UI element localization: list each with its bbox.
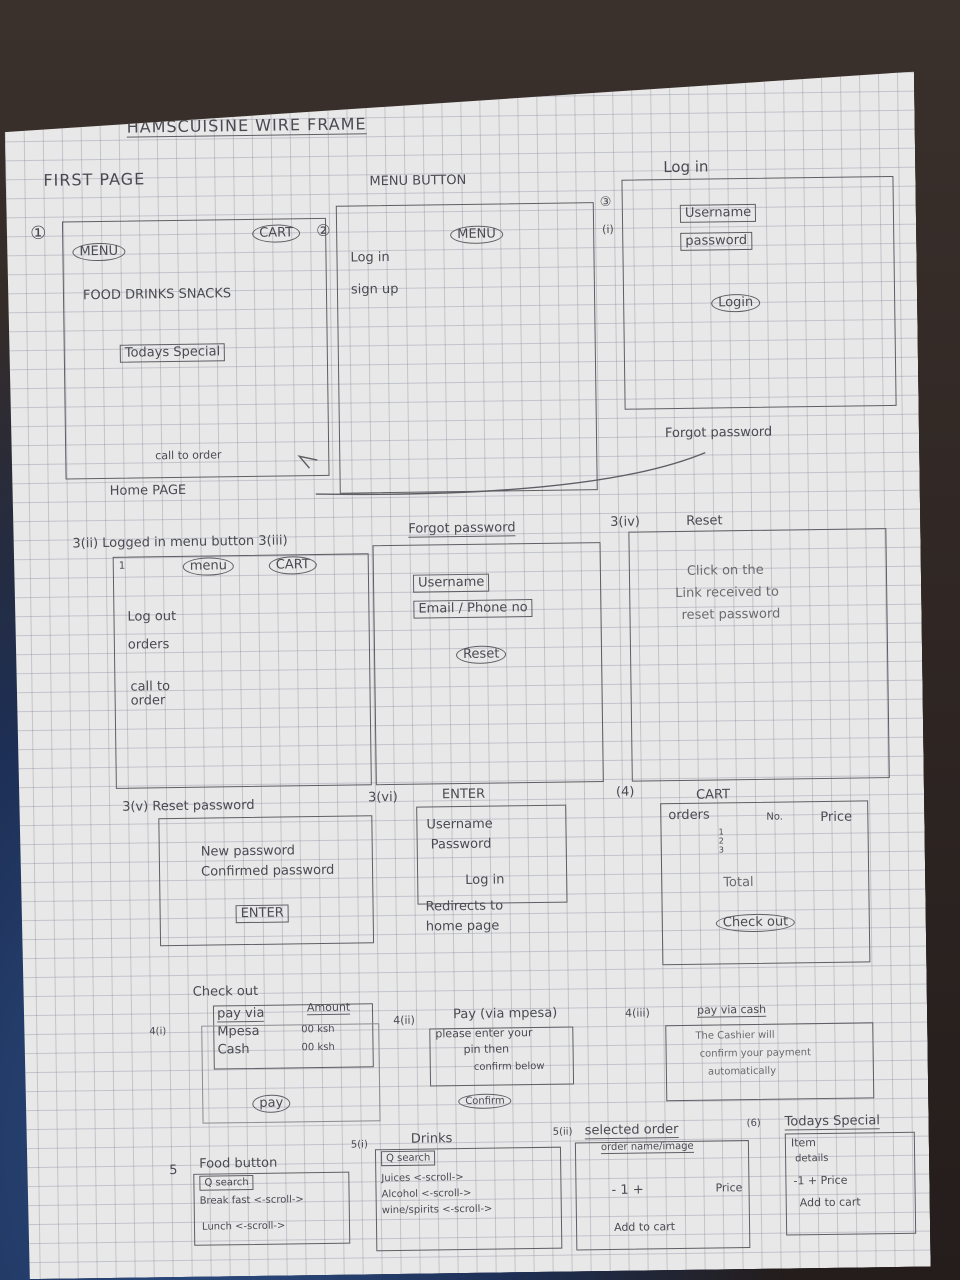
enter-login-button[interactable]: Log in <box>465 872 505 888</box>
cart-order-list: 1 2 3 <box>718 827 724 855</box>
forgot-password-link[interactable]: Forgot password <box>664 424 773 442</box>
selected-order-number: 5(ii) <box>552 1126 573 1138</box>
cart-heading: CART <box>695 787 731 803</box>
forgot-password-heading: Forgot password <box>408 520 516 537</box>
food-breakfast-row[interactable]: Break fast <-scroll-> <box>199 1194 304 1207</box>
cart-no-label: No. <box>766 811 784 823</box>
login-heading: Log in <box>663 157 709 177</box>
forgot-email-phone-field[interactable]: Email / Phone no <box>413 599 533 619</box>
forgot-to-home-arrow <box>295 444 716 510</box>
login-username-field[interactable]: Username <box>680 204 757 223</box>
logged-in-frame <box>113 553 372 789</box>
reset-password-heading: 3(v) Reset password <box>122 797 255 815</box>
login-number-sub: (i) <box>602 222 614 237</box>
login-number: ③ <box>599 194 612 211</box>
pay-mpesa-confirm-button[interactable]: Confirm <box>458 1093 512 1109</box>
first-page-number: ① <box>29 222 47 245</box>
home-page-label: Home PAGE <box>109 482 187 499</box>
first-page-heading: FIRST PAGE <box>43 169 146 190</box>
login-frame <box>621 176 896 410</box>
checkout-amount-label: Amount <box>306 1000 351 1015</box>
drinks-number: 5(i) <box>350 1139 368 1151</box>
selected-order-add-to-cart-button[interactable]: Add to cart <box>613 1220 676 1234</box>
first-page-call-to-order[interactable]: call to order <box>155 448 222 463</box>
reset-enter-button[interactable]: ENTER <box>236 904 289 923</box>
enter-heading: ENTER <box>441 786 486 803</box>
todays-special-add-to-cart-button[interactable]: Add to cart <box>799 1195 861 1210</box>
todays-special-qty-price[interactable]: -1 + Price <box>793 1173 848 1188</box>
login-password-field[interactable]: password <box>680 232 752 251</box>
reset-text-line1: Click on the <box>686 562 764 579</box>
selected-order-price: Price <box>715 1181 743 1195</box>
selected-order-name-image: order name/image <box>600 1140 694 1154</box>
todays-special-heading: Todays Special <box>784 1113 881 1130</box>
drinks-heading: Drinks <box>410 1131 453 1147</box>
first-page-categories[interactable]: FOOD DRINKS SNACKS <box>82 286 232 304</box>
todays-special-details: details <box>795 1152 829 1165</box>
checkout-outer-frame <box>201 1023 380 1123</box>
checkout-heading: Check out <box>192 983 259 1000</box>
logged-in-heading: 3(ii) Logged in menu button 3(iii) <box>72 533 288 552</box>
drinks-alcohol-row[interactable]: Alcohol <-scroll-> <box>381 1187 472 1201</box>
checkout-pay-via-label: pay via <box>216 1005 265 1022</box>
pay-cash-text-line2: confirm your payment <box>699 1047 812 1060</box>
new-password-field[interactable]: New password <box>200 843 296 860</box>
selected-order-heading: selected order <box>584 1122 679 1139</box>
pay-mpesa-heading: Pay (via mpesa) <box>452 1005 558 1023</box>
selected-order-quantity-stepper[interactable]: - 1 + <box>611 1182 644 1198</box>
menu-button-heading: MENU BUTTON <box>369 172 467 190</box>
cart-frame <box>660 800 870 965</box>
food-search-field[interactable]: Q search <box>199 1175 253 1191</box>
reset-heading: Reset <box>686 513 723 529</box>
logged-in-number: 1 <box>118 560 126 572</box>
menu-button-number: ② <box>315 220 331 241</box>
reset-text-line2: Link received to <box>675 584 780 602</box>
todays-special-item: Item <box>790 1136 817 1150</box>
first-page-todays-special[interactable]: Todays Special <box>120 343 226 363</box>
pay-cash-text-line3: automatically <box>707 1065 777 1078</box>
logged-in-call-to-order[interactable]: call to order <box>130 679 171 709</box>
enter-number: 3(vi) <box>367 789 398 806</box>
checkout-number: 4(i) <box>149 1026 167 1038</box>
food-button-heading: Food button <box>199 1155 278 1172</box>
menu-button-login[interactable]: Log in <box>350 249 390 266</box>
selected-order-frame <box>575 1140 750 1250</box>
enter-username[interactable]: Username <box>426 816 493 833</box>
menu-button-signup[interactable]: sign up <box>350 281 399 298</box>
enter-password[interactable]: Password <box>430 836 492 853</box>
graph-paper-sheet: HAMSCUISINE WIRE FRAME FIRST PAGE ① MENU… <box>4 72 931 1280</box>
pay-cash-number: 4(iii) <box>624 1006 650 1020</box>
pay-cash-heading: pay via cash <box>696 1002 767 1017</box>
food-button-number: 5 <box>169 1163 178 1179</box>
logged-in-logout[interactable]: Log out <box>127 609 177 625</box>
pay-mpesa-text-line3: confirm below <box>473 1060 545 1073</box>
enter-redirects-line2: home page <box>425 918 500 935</box>
pay-mpesa-text-line2: pin then <box>463 1042 510 1057</box>
drinks-wine-row[interactable]: wine/spirits <-scroll-> <box>381 1203 493 1217</box>
todays-special-number: (6) <box>746 1117 761 1130</box>
drinks-juices-row[interactable]: Juices <-scroll-> <box>381 1172 464 1185</box>
pay-cash-text-line1: The Cashier will <box>695 1029 775 1042</box>
confirm-password-field[interactable]: Confirmed password <box>200 862 335 880</box>
pay-mpesa-number: 4(ii) <box>393 1013 415 1028</box>
cart-number: (4) <box>615 784 635 800</box>
enter-redirects-line1: Redirects to <box>425 898 504 915</box>
pay-mpesa-text-line1: please enter your <box>435 1026 533 1041</box>
logged-in-orders[interactable]: orders <box>127 637 170 653</box>
food-lunch-row[interactable]: Lunch <-scroll-> <box>201 1220 286 1233</box>
cart-orders-label: orders <box>668 807 710 824</box>
cart-total: Total <box>723 874 754 891</box>
reset-password-frame <box>158 815 374 946</box>
forgot-username-field[interactable]: Username <box>413 574 490 593</box>
reset-text-line3: reset password <box>681 606 781 623</box>
reset-number: 3(iv) <box>610 514 641 530</box>
drinks-search-field[interactable]: Q search <box>381 1150 435 1166</box>
cart-price-label: Price <box>820 809 853 826</box>
